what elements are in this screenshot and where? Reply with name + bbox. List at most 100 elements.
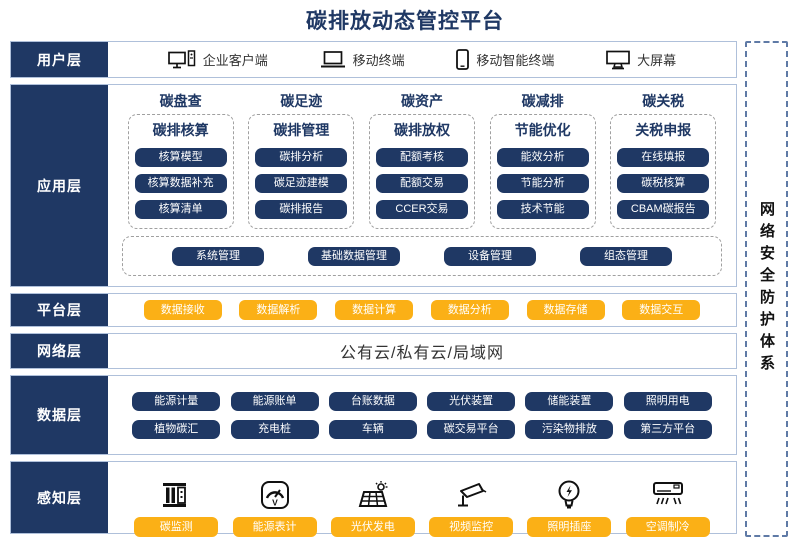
app-group-box: 碳排放权 配额考核 配额交易 CCER交易 bbox=[368, 114, 475, 229]
app-group-title: 关税申报 bbox=[635, 122, 692, 138]
user-item-enterprise-client: 企业客户端 bbox=[167, 49, 268, 70]
app-column-carbon-inventory: 碳盘查 碳排核算 核算模型 核算数据补充 核算清单 bbox=[125, 91, 237, 229]
application-layer: 应用层 碳盘查 碳排核算 核算模型 核算数据补充 核算清单 碳足迹 碳排管理 bbox=[10, 84, 737, 287]
data-source-button[interactable]: 第三方平台 bbox=[623, 419, 712, 439]
data-source-button[interactable]: 照明用电 bbox=[623, 391, 712, 411]
sense-item-solar-power: 光伏发电 bbox=[329, 477, 417, 537]
app-column-header: 碳关税 bbox=[642, 93, 685, 109]
user-item-label: 企业客户端 bbox=[202, 53, 268, 68]
data-source-button[interactable]: 污染物排放 bbox=[525, 419, 614, 439]
cctv-camera-icon bbox=[453, 477, 489, 511]
user-item-label: 移动终端 bbox=[352, 53, 405, 68]
platform-item-button[interactable]: 数据交互 bbox=[622, 300, 701, 320]
sense-item-button[interactable]: 空调制冷 bbox=[625, 517, 710, 537]
network-layer-label: 网络层 bbox=[11, 334, 108, 368]
desktop-pc-icon bbox=[167, 49, 196, 70]
sense-item-air-conditioning: 空调制冷 bbox=[624, 477, 712, 537]
sense-item-button[interactable]: 能源表计 bbox=[232, 517, 317, 537]
platform-item-button[interactable]: 数据存储 bbox=[526, 300, 605, 320]
app-management-box: 系统管理 基础数据管理 设备管理 组态管理 bbox=[122, 236, 722, 276]
perception-layer: 感知层 碳监测 V 能源表计 bbox=[10, 461, 737, 537]
app-column-header: 碳盘查 bbox=[159, 93, 202, 109]
platform-item-button[interactable]: 数据分析 bbox=[430, 300, 509, 320]
app-item-button[interactable]: 节能分析 bbox=[496, 174, 589, 193]
data-source-button[interactable]: 充电桩 bbox=[230, 419, 319, 439]
app-column-carbon-reduction: 碳减排 节能优化 能效分析 节能分析 技术节能 bbox=[487, 91, 599, 229]
app-group-title: 节能优化 bbox=[514, 122, 571, 138]
network-layer-text: 公有云/私有云/局域网 bbox=[340, 345, 504, 362]
sense-item-button[interactable]: 视频监控 bbox=[429, 517, 514, 537]
security-system-label: 网络安全防护体系 bbox=[758, 201, 775, 377]
architecture-stack: 用户层 企业客户端 移动终端 bbox=[10, 41, 737, 540]
app-item-button[interactable]: 配额考核 bbox=[375, 148, 468, 167]
data-source-button[interactable]: 能源账单 bbox=[230, 391, 319, 411]
user-item-label: 移动智能终端 bbox=[476, 53, 555, 68]
svg-text:V: V bbox=[272, 498, 278, 508]
data-source-button[interactable]: 植物碳汇 bbox=[132, 419, 221, 439]
sense-item-lighting-socket: 照明插座 bbox=[525, 477, 613, 537]
data-source-button[interactable]: 光伏装置 bbox=[427, 391, 516, 411]
app-item-button[interactable]: 碳排分析 bbox=[255, 148, 348, 167]
app-group-title: 碳排管理 bbox=[273, 122, 330, 138]
app-column-header: 碳减排 bbox=[521, 93, 564, 109]
air-conditioner-icon bbox=[651, 477, 685, 511]
app-item-button[interactable]: 核算清单 bbox=[134, 200, 227, 219]
app-group-box: 碳排核算 核算模型 核算数据补充 核算清单 bbox=[127, 114, 234, 229]
app-item-button[interactable]: 核算模型 bbox=[134, 148, 227, 167]
data-source-button[interactable]: 能源计量 bbox=[132, 391, 221, 411]
user-item-big-screen: 大屏幕 bbox=[606, 50, 676, 70]
app-management-button[interactable]: 组态管理 bbox=[580, 246, 672, 266]
security-system-sidebar: 网络安全防护体系 bbox=[745, 41, 788, 537]
app-item-button[interactable]: CCER交易 bbox=[375, 200, 468, 219]
user-layer: 用户层 企业客户端 移动终端 bbox=[10, 41, 737, 78]
app-item-button[interactable]: 碳税核算 bbox=[617, 174, 710, 193]
app-column-carbon-footprint: 碳足迹 碳排管理 碳排分析 碳足迹建模 碳排报告 bbox=[245, 91, 357, 229]
app-column-carbon-tariff: 碳关税 关税申报 在线填报 碳税核算 CBAM碳报告 bbox=[607, 91, 719, 229]
app-group-box: 节能优化 能效分析 节能分析 技术节能 bbox=[489, 114, 596, 229]
platform-item-button[interactable]: 数据计算 bbox=[335, 300, 414, 320]
platform-item-button[interactable]: 数据解析 bbox=[239, 300, 318, 320]
sense-item-button[interactable]: 照明插座 bbox=[527, 517, 612, 537]
smartphone-icon bbox=[456, 49, 470, 70]
data-source-button[interactable]: 台账数据 bbox=[328, 391, 417, 411]
app-item-button[interactable]: 碳足迹建模 bbox=[255, 174, 348, 193]
application-layer-label: 应用层 bbox=[11, 85, 108, 286]
sense-item-video-surveillance: 视频监控 bbox=[427, 477, 515, 537]
app-column-carbon-asset: 碳资产 碳排放权 配额考核 配额交易 CCER交易 bbox=[366, 91, 478, 229]
lightbulb-icon bbox=[556, 477, 582, 511]
app-management-button[interactable]: 基础数据管理 bbox=[308, 246, 400, 266]
sense-item-energy-meter: V 能源表计 bbox=[231, 477, 319, 537]
data-layer: 数据层 能源计量 能源账单 台账数据 光伏装置 储能装置 照明用电 植物碳汇 充… bbox=[10, 375, 737, 455]
app-item-button[interactable]: 技术节能 bbox=[496, 200, 589, 219]
user-item-mobile-terminal: 移动终端 bbox=[320, 50, 405, 69]
platform-item-button[interactable]: 数据接收 bbox=[143, 300, 222, 320]
solar-panel-icon bbox=[356, 477, 390, 511]
app-management-button[interactable]: 系统管理 bbox=[172, 246, 264, 266]
app-group-title: 碳排核算 bbox=[152, 122, 209, 138]
user-item-smart-mobile-terminal: 移动智能终端 bbox=[456, 49, 554, 70]
app-item-button[interactable]: 配额交易 bbox=[375, 174, 468, 193]
app-management-button[interactable]: 设备管理 bbox=[444, 246, 536, 266]
app-item-button[interactable]: 在线填报 bbox=[617, 148, 710, 167]
platform-layer: 平台层 数据接收 数据解析 数据计算 数据分析 数据存储 数据交互 bbox=[10, 293, 737, 327]
sense-item-carbon-monitoring: 碳监测 bbox=[132, 477, 220, 537]
perception-layer-label: 感知层 bbox=[11, 462, 108, 533]
app-item-button[interactable]: 能效分析 bbox=[496, 148, 589, 167]
user-item-label: 大屏幕 bbox=[637, 53, 677, 68]
sense-item-button[interactable]: 光伏发电 bbox=[330, 517, 415, 537]
app-column-header: 碳资产 bbox=[400, 93, 443, 109]
app-group-title: 碳排放权 bbox=[393, 122, 450, 138]
energy-meter-icon: V bbox=[259, 477, 291, 511]
laptop-icon bbox=[320, 50, 346, 69]
app-group-box: 碳排管理 碳排分析 碳足迹建模 碳排报告 bbox=[248, 114, 355, 229]
app-item-button[interactable]: CBAM碳报告 bbox=[617, 200, 710, 219]
data-source-button[interactable]: 储能装置 bbox=[525, 391, 614, 411]
data-source-button[interactable]: 车辆 bbox=[328, 419, 417, 439]
data-source-button[interactable]: 碳交易平台 bbox=[427, 419, 516, 439]
carbon-monitor-icon bbox=[160, 477, 192, 511]
app-group-box: 关税申报 在线填报 碳税核算 CBAM碳报告 bbox=[610, 114, 717, 229]
sense-item-button[interactable]: 碳监测 bbox=[134, 517, 219, 537]
user-layer-label: 用户层 bbox=[11, 42, 108, 77]
app-item-button[interactable]: 碳排报告 bbox=[255, 200, 348, 219]
app-item-button[interactable]: 核算数据补充 bbox=[134, 174, 227, 193]
